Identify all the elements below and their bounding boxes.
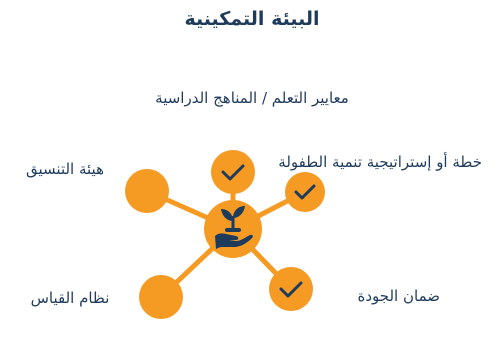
label-learning-standards: معايير التعلم / المناهج الدراسية bbox=[155, 89, 349, 107]
hub-node bbox=[204, 200, 262, 258]
label-quality-assurance: ضمان الجودة bbox=[357, 287, 440, 305]
diagram-title: البيئة التمكينية bbox=[184, 8, 320, 30]
node-right-top bbox=[285, 172, 325, 212]
node-left-bottom bbox=[139, 275, 183, 319]
label-measurement-system: نظام القياس bbox=[30, 289, 110, 307]
checkmark-icon bbox=[221, 164, 245, 181]
checkmark-icon bbox=[279, 281, 303, 298]
label-coordination-body: هيئة التنسيق bbox=[26, 160, 104, 178]
checkmark-icon bbox=[294, 184, 316, 200]
node-right-bottom bbox=[269, 267, 313, 311]
hand-holding-plant-icon bbox=[215, 206, 253, 249]
node-left-top bbox=[125, 169, 169, 213]
node-top bbox=[211, 150, 255, 194]
label-development-strategy: خطة أو إستراتيجية تنمية الطفولة bbox=[278, 153, 482, 171]
